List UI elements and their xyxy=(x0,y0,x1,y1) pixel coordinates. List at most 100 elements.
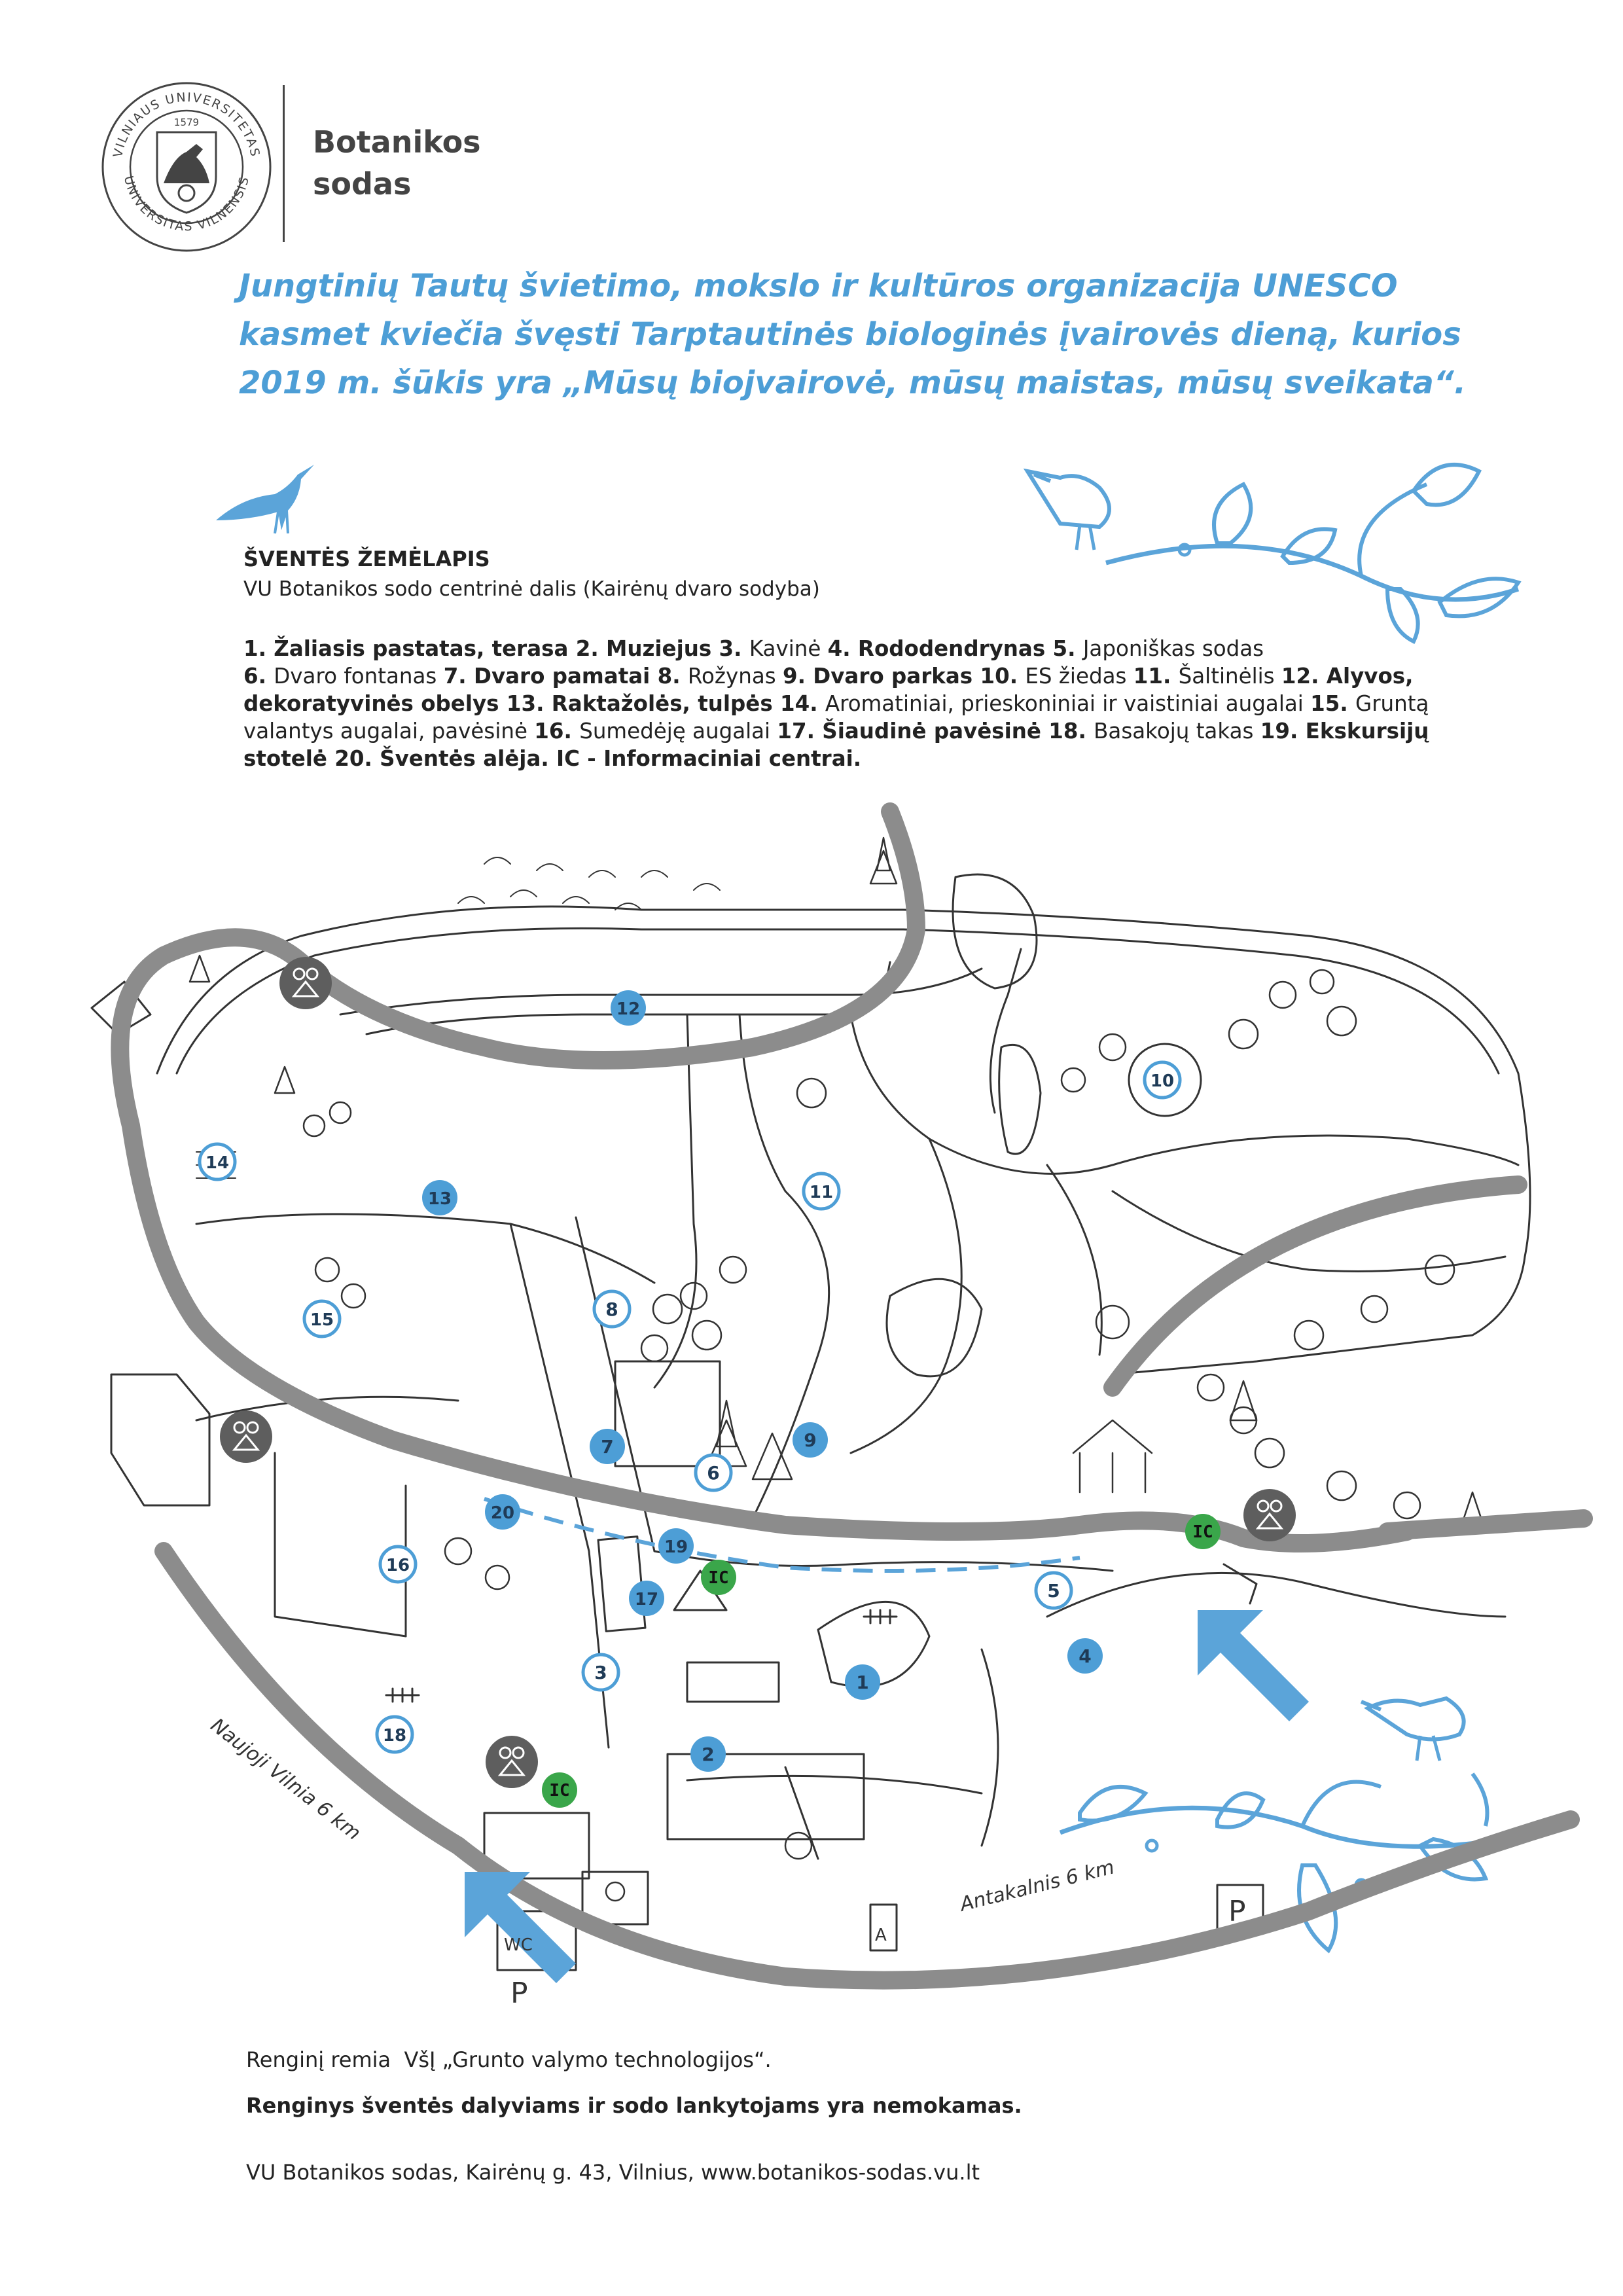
main-road xyxy=(1103,1175,1527,1397)
map-marker-4: 4 xyxy=(1067,1638,1103,1674)
legend-text: 4. Rododendrynas xyxy=(827,636,1053,661)
legend-line: 1. Žaliasis pastatas, terasa 2. Muziejus… xyxy=(243,635,1467,662)
legend-text: Kavinė xyxy=(749,636,828,661)
legend-line: stotelė 20. Šventės alėja. IC - Informac… xyxy=(243,745,1467,772)
marker-label: 17 xyxy=(635,1590,658,1609)
info-center-label: IC xyxy=(549,1781,569,1801)
seal-year: 1579 xyxy=(174,117,199,128)
org-name-line2: sodas xyxy=(313,166,412,202)
road xyxy=(1378,1509,1593,1541)
intro-line: kasmet kviečia švęsti Tarptautinės biolo… xyxy=(239,316,1461,353)
legend-line: dekoratyvinės obelys 13. Raktažolės, tul… xyxy=(243,690,1467,717)
info-center-label: IC xyxy=(708,1568,728,1588)
map-marker-2: 2 xyxy=(690,1736,726,1772)
legend-line: valantys augalai, pavėsinė 16. Sumedėję … xyxy=(243,717,1467,745)
festival-alley xyxy=(484,1497,1080,1573)
road-label: Naujoji Vilnia 6 km xyxy=(206,1714,365,1845)
marker-label: 2 xyxy=(702,1744,714,1765)
sponsor-note: Renginį remia VšĮ „Grunto valymo technol… xyxy=(246,2047,772,2072)
legend-text: 17. Šiaudinė pavėsinė xyxy=(777,719,1049,744)
marker-label: 10 xyxy=(1150,1071,1174,1091)
marker-label: 1 xyxy=(856,1672,868,1693)
svg-text:UNIVERSITAS VILNENSIS: UNIVERSITAS VILNENSIS xyxy=(121,175,252,234)
map-marker-12: 12 xyxy=(611,990,646,1026)
map-marker-10: 10 xyxy=(1143,1060,1182,1100)
map-marker-5: 5 xyxy=(1034,1571,1073,1610)
legend-text: Rožynas xyxy=(687,664,783,689)
legend-text: 8. xyxy=(657,664,688,689)
legend-text: stotelė xyxy=(243,746,335,771)
marker-label: 16 xyxy=(386,1556,410,1575)
map-marker-7: 7 xyxy=(590,1429,625,1464)
marker-label: 20 xyxy=(491,1503,514,1523)
marker-label: 6 xyxy=(707,1462,719,1484)
map-marker-6: 6 xyxy=(694,1453,733,1492)
intro-line: Jungtinių Tautų švietimo, mokslo ir kult… xyxy=(239,268,1398,304)
map-subtitle: VU Botanikos sodo centrinė dalis (Kairėn… xyxy=(243,577,820,601)
map-marker-14: 14 xyxy=(198,1142,237,1181)
legend-text: Sumedėję augalai xyxy=(579,719,777,744)
legend-text: 3. xyxy=(719,636,749,661)
excursion-stop-icon xyxy=(279,957,332,1009)
map-marker-3: 3 xyxy=(581,1653,620,1692)
header-divider xyxy=(283,85,285,242)
map-marker-19: 19 xyxy=(658,1528,694,1564)
legend-text: 11. xyxy=(1133,664,1179,689)
map-marker-11: 11 xyxy=(802,1172,841,1211)
marker-label: 7 xyxy=(601,1436,613,1458)
legend-text: 10. xyxy=(980,664,1026,689)
parking-label: P xyxy=(1228,1895,1246,1928)
org-name-line1: Botanikos xyxy=(313,124,481,160)
main-road xyxy=(111,802,1416,1552)
entrance-arrow-icon xyxy=(465,1610,1309,1983)
legend-text: Japoniškas sodas xyxy=(1082,636,1264,661)
legend-text: Basakojų takas xyxy=(1094,719,1260,744)
map-marker-9: 9 xyxy=(793,1422,828,1458)
map-marker-17: 17 xyxy=(629,1581,664,1616)
marker-label: 15 xyxy=(310,1310,334,1330)
map-title: ŠVENTĖS ŽEMĖLAPIS xyxy=(243,547,490,571)
bus-stop-label: A xyxy=(875,1926,887,1945)
map-marker-15: 15 xyxy=(302,1299,342,1338)
pond xyxy=(952,873,1038,990)
excursion-stop-icon xyxy=(1243,1489,1296,1541)
legend-text: 19. Ekskursijų xyxy=(1260,719,1429,744)
map-marker-13: 13 xyxy=(422,1180,457,1215)
marker-label: 4 xyxy=(1079,1645,1091,1667)
legend-text: 12. Alyvos, xyxy=(1281,664,1414,689)
legend-text: 13. Raktažolės, tulpės xyxy=(506,691,780,716)
map-marker-16: 16 xyxy=(378,1545,418,1584)
address: VU Botanikos sodas, Kairėnų g. 43, Vilni… xyxy=(246,2160,980,2185)
wc-label: WC xyxy=(504,1935,533,1955)
excursion-stop-icon xyxy=(220,1410,272,1463)
bird-vine-decoration xyxy=(1059,1696,1506,1954)
pond xyxy=(998,1043,1042,1155)
marker-label: 11 xyxy=(810,1183,833,1202)
legend-text: 18. xyxy=(1048,719,1094,744)
map-marker-18: 18 xyxy=(375,1715,414,1754)
intro-text: Jungtinių Tautų švietimo, mokslo ir kult… xyxy=(239,262,1495,407)
legend-text: 5. xyxy=(1052,636,1083,661)
marker-label: 5 xyxy=(1047,1580,1060,1602)
free-entry-note: Renginys šventės dalyviams ir sodo lanky… xyxy=(246,2093,1022,2118)
bird-vine-decoration xyxy=(1023,463,1522,645)
garden-boundary xyxy=(156,905,1531,1376)
intro-line: 2019 m. šūkis yra „Mūsų biojvairovė, mūs… xyxy=(239,365,1467,401)
legend-text: IC - Informaciniai centrai. xyxy=(556,746,862,771)
legend-text: 2. Muziejus xyxy=(575,636,719,661)
legend-line: 6. Dvaro fontanas 7. Dvaro pamatai 8. Ro… xyxy=(243,662,1467,690)
info-center-label: IC xyxy=(1192,1522,1213,1542)
road-label: Antakalnis 6 km xyxy=(957,1856,1117,1916)
legend-text: dekoratyvinės obelys xyxy=(243,691,507,716)
info-center-marker: IC xyxy=(542,1772,577,1808)
legend-text: 20. Šventės alėja. xyxy=(334,746,557,771)
legend-text: 9. Dvaro parkas xyxy=(783,664,980,689)
legend-text: 6. xyxy=(243,664,274,689)
horse-rider-icon xyxy=(164,144,209,183)
legend-text: Aromatiniai, prieskoniniai ir vaistiniai… xyxy=(825,691,1311,716)
seal-text-bottom: UNIVERSITAS VILNENSIS xyxy=(121,175,251,234)
marker-label: 19 xyxy=(664,1537,688,1557)
garden-map: WC P P A Naujoji Vilnia 6 km Antakalnis … xyxy=(90,802,1593,2003)
legend-text: ES žiedas xyxy=(1025,664,1133,689)
legend-text: 7. Dvaro pamatai xyxy=(443,664,658,689)
